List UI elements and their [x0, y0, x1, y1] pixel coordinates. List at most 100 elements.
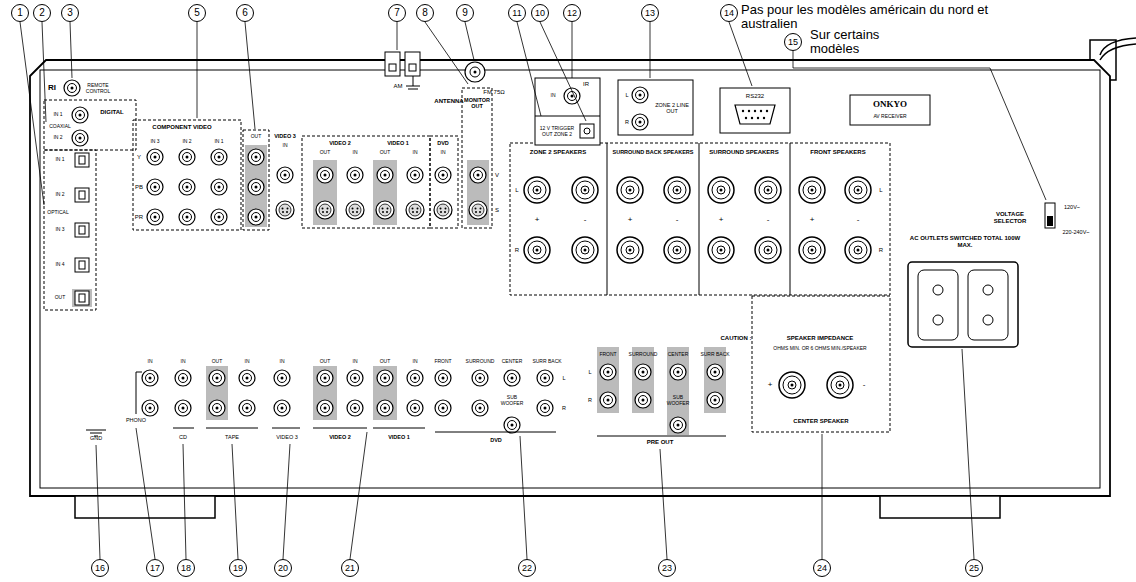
panel-label: IN — [353, 359, 358, 365]
panel-label: ZONE 2 LINE OUT — [652, 102, 692, 114]
panel-label: IN 4 — [55, 262, 64, 268]
panel-label: R — [588, 397, 592, 403]
panel-label: - — [857, 216, 860, 225]
panel-label: S — [495, 207, 499, 214]
panel-label: IN 2 — [53, 135, 62, 141]
panel-label: VIDEO 2 — [329, 140, 351, 146]
panel-label: + — [810, 216, 815, 225]
panel-label: IN — [551, 93, 556, 99]
callout-number: 11 — [508, 4, 526, 22]
panel-label: VIDEO 1 — [388, 434, 410, 440]
panel-label: + — [719, 216, 724, 225]
callout-number: 17 — [146, 559, 164, 577]
panel-label: L — [515, 187, 518, 194]
panel-label: DVD — [490, 437, 502, 443]
panel-label: IN 2 — [182, 139, 191, 145]
panel-label: R — [562, 405, 566, 411]
panel-label: OHMS MIN. OR 6 OHMS MIN./SPEAKER — [773, 346, 866, 352]
panel-label: IN 3 — [150, 139, 159, 145]
callout-number: 19 — [229, 559, 247, 577]
panel-label: IN — [441, 150, 446, 156]
panel-label: OUT — [380, 359, 391, 365]
panel-label: IN — [283, 143, 288, 149]
callout-number: 15 — [784, 33, 802, 51]
panel-label: PHONO — [126, 417, 146, 423]
panel-label: VIDEO 2 — [329, 434, 351, 440]
panel-label: TAPE — [225, 434, 239, 440]
note-text: Sur certains modèles — [810, 28, 920, 57]
panel-label: OUT — [55, 295, 66, 301]
panel-label: IN — [413, 359, 418, 365]
panel-label: VIDEO 3 — [276, 434, 298, 440]
panel-label: GND — [90, 435, 102, 441]
panel-label: IN — [181, 359, 186, 365]
panel-label: - — [863, 381, 866, 390]
panel-label: 12 V TRIGGER OUT ZONE 2 — [538, 126, 576, 137]
callout-number: 16 — [91, 559, 109, 577]
panel-label: VOLTAGE SELECTOR — [985, 211, 1035, 224]
panel-label: L — [588, 369, 591, 375]
panel-label: COAXIAL — [49, 124, 71, 130]
panel-label: VIDEO 1 — [387, 140, 409, 146]
panel-label: AC OUTLETS SWITCHED TOTAL 100W MAX. — [909, 235, 1021, 248]
panel-label: OUT — [380, 150, 391, 156]
panel-label: SURROUND SPEAKERS — [709, 149, 778, 156]
panel-label: R — [515, 247, 519, 254]
panel-label: IN 3 — [55, 227, 64, 233]
panel-label: + — [768, 381, 773, 390]
callout-number: 24 — [813, 559, 831, 577]
panel-label: AV RECEIVER — [873, 114, 906, 120]
callout-number: 3 — [61, 4, 79, 22]
panel-label: IR — [583, 81, 589, 88]
panel-label: CENTER — [668, 352, 689, 358]
panel-label: ZONE 2 SPEAKERS — [530, 149, 586, 156]
callout-number: 8 — [416, 4, 434, 22]
callout-number: 20 — [274, 559, 292, 577]
panel-label: CENTER SPEAKER — [793, 418, 848, 425]
panel-label: L — [625, 92, 628, 98]
panel-label: MONITOR OUT — [462, 97, 492, 109]
callout-number: 9 — [456, 4, 474, 22]
panel-label: CD — [179, 434, 187, 440]
panel-label: SURROUND — [629, 352, 658, 358]
panel-label: OUT — [251, 134, 262, 140]
callout-number: 18 — [177, 559, 195, 577]
panel-label: COMPONENT VIDEO — [152, 124, 211, 131]
panel-label: IN — [413, 150, 418, 156]
panel-label: SUB WOOFER — [665, 395, 691, 406]
panel-label: CENTER — [502, 359, 523, 365]
callout-number: 25 — [965, 559, 983, 577]
callout-number: 5 — [188, 4, 206, 22]
panel-label: VIDEO 3 — [274, 133, 296, 139]
panel-label: R — [625, 119, 629, 125]
panel-label: FRONT SPEAKERS — [810, 149, 865, 156]
panel-label: PB — [135, 184, 143, 191]
panel-label: + — [535, 216, 540, 225]
panel-label: L — [879, 187, 882, 194]
callout-number: 14 — [720, 4, 738, 22]
panel-label: - — [584, 216, 587, 225]
callout-number: 13 — [641, 4, 659, 22]
panel-label: IN 1 — [55, 157, 64, 163]
callout-number: 7 — [388, 4, 406, 22]
panel-label: + — [628, 216, 633, 225]
panel-label: SURROUND BACK SPEAKERS — [613, 149, 694, 155]
panel-label: OUT — [320, 150, 331, 156]
callout-number: 21 — [341, 559, 359, 577]
callout-number: 1 — [11, 4, 29, 22]
panel-label: ONKYO — [873, 100, 907, 110]
panel-label: IN — [148, 359, 153, 365]
callout-number: 12 — [563, 4, 581, 22]
panel-label: IN — [280, 359, 285, 365]
panel-label: R — [879, 247, 883, 254]
panel-label: DIGITAL — [100, 109, 124, 116]
panel-label: - — [767, 216, 770, 225]
panel-label: RI — [48, 84, 56, 93]
callout-number: 6 — [236, 4, 254, 22]
panel-label: 220-240V~ — [1062, 229, 1089, 235]
panel-label: L — [562, 375, 565, 381]
panel-label: 120V~ — [1064, 204, 1080, 210]
callout-number: 22 — [518, 559, 536, 577]
callout-number: 23 — [658, 559, 676, 577]
